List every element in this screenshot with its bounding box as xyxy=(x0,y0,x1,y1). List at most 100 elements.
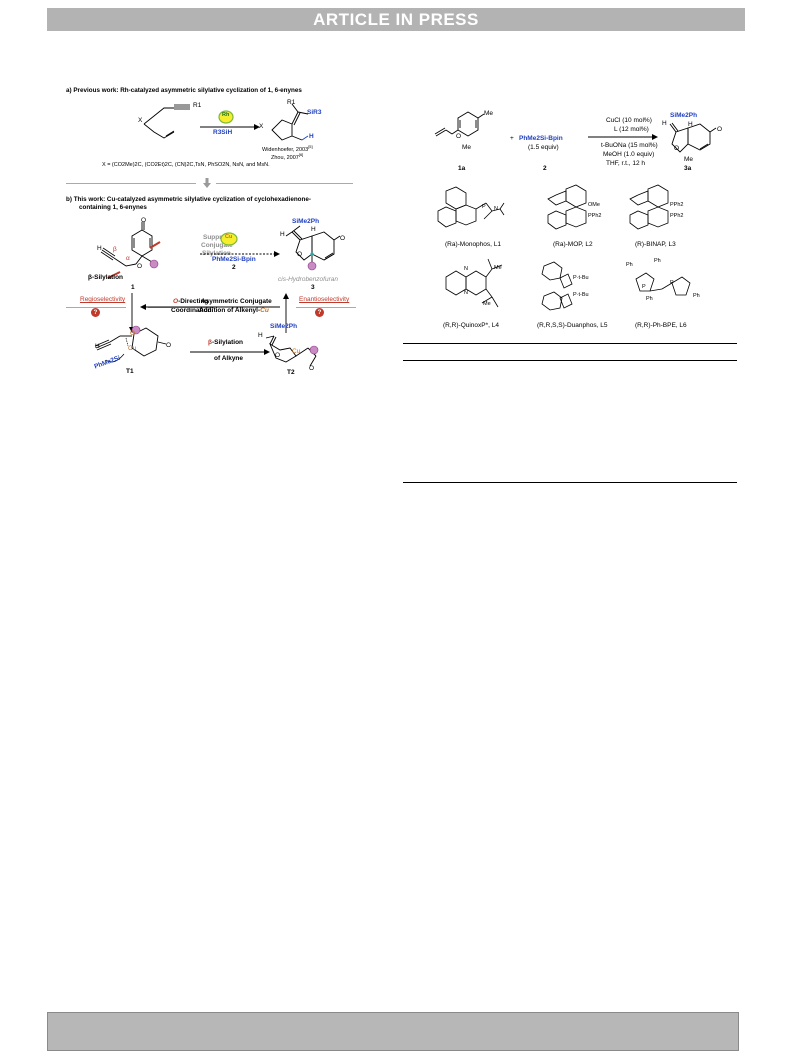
substrate-1-structure xyxy=(100,222,161,279)
l3-pph2-a: PPh2 xyxy=(670,202,684,208)
o-label-t1: O xyxy=(130,330,136,337)
h-3a-vinyl: H xyxy=(662,120,667,127)
enantioselectivity-label: Enantioselectivity xyxy=(299,296,350,303)
l4-n-b: N xyxy=(464,290,468,296)
me-3a: Me xyxy=(684,156,694,163)
separator-right xyxy=(216,183,353,184)
l2-ome: OMe xyxy=(588,202,600,208)
substrate-1a-structure xyxy=(434,111,485,137)
dashed-arrow-b xyxy=(200,251,280,257)
t2-structure xyxy=(265,335,319,367)
l4-me-a: Me xyxy=(494,265,502,271)
mech-divider-left xyxy=(66,307,126,308)
condition-1: CuCl (10 mol%) xyxy=(606,117,652,124)
suppress-line2: Conjugate xyxy=(201,242,233,249)
o-label-t2: O xyxy=(275,352,281,359)
beta-label: β xyxy=(113,246,117,253)
article-in-press-banner: ARTICLE IN PRESS xyxy=(47,8,745,31)
enyne-structure-a xyxy=(143,104,190,139)
banner-text: ARTICLE IN PRESS xyxy=(313,9,479,29)
r1-label-product-a: R1 xyxy=(287,99,296,106)
l1-p: P xyxy=(482,204,486,210)
l1-n: N xyxy=(494,206,498,212)
h-label-3: H xyxy=(280,231,285,238)
asym-line1: Asymmetric Conjugate xyxy=(201,298,272,305)
down-arrow-icon xyxy=(203,178,211,188)
o-3a-ketone: O xyxy=(717,126,723,133)
beta-silylation-label: β-Silylation xyxy=(88,274,124,281)
o-label-t2-ketone: O xyxy=(309,365,315,372)
ligand-l1-structure xyxy=(437,186,505,228)
ligand-l5-label: (R,R,S,S)-Duanphos, L5 xyxy=(537,322,608,329)
left-arrow-mech xyxy=(140,304,280,310)
h-3a-ring: H xyxy=(688,121,693,128)
l6-ph-c: Ph xyxy=(646,296,653,302)
cmpd-2-right: 2 xyxy=(543,165,547,172)
ligand-l6-label: (R,R)-Ph-BPE, L6 xyxy=(635,322,687,329)
h-label-t1: H xyxy=(95,343,100,350)
sime2ph-label-t2: SiMe2Ph xyxy=(270,323,298,330)
reaction-arrow-right xyxy=(588,134,658,140)
condition-2: L (12 mol%) xyxy=(614,126,649,133)
beta-silyl-alkyne-line2: of Alkyne xyxy=(214,355,244,362)
condition-4: MeOH (1.0 equiv) xyxy=(603,151,655,158)
o-label-ketone-3: O xyxy=(340,235,346,242)
h-label-1: H xyxy=(97,245,102,252)
product-structure-a xyxy=(271,103,309,141)
table-rule-top xyxy=(403,343,737,344)
product-3a-structure xyxy=(669,122,717,153)
ligand-l3-label: (R)-BINAP, L3 xyxy=(635,241,676,248)
right-arrow-mech xyxy=(190,349,270,355)
reagent-b: PhMe2Si-Bpin xyxy=(212,256,256,263)
l5-p-a: P·t-Bu xyxy=(573,275,589,281)
part-a-title: a) Previous work: Rh-catalyzed asymmetri… xyxy=(66,87,302,94)
regioselectivity-label: Regioselectivity xyxy=(80,296,126,303)
cmpd-1-label: 1 xyxy=(131,284,135,291)
ligand-l4-structure xyxy=(445,258,503,308)
reagent-right: PhMe2Si-Bpin xyxy=(519,135,563,142)
l6-ph-b: Ph xyxy=(654,258,661,264)
question-badge-enantio: ? xyxy=(315,308,324,317)
beta-silyl-alkyne-line1: β-Silylation xyxy=(208,339,244,346)
cu-label-t2: Cu xyxy=(292,348,301,355)
l6-ph-a: Ph xyxy=(626,262,633,268)
cu-label-t1: Cu xyxy=(128,345,137,352)
h-label-t2: H xyxy=(258,332,263,339)
up-arrow-mech xyxy=(283,293,289,333)
o-directing-line1: O-Directing xyxy=(173,298,209,305)
rh-catalyst-icon xyxy=(218,110,234,124)
condition-3: t-BuONa (15 mol%) xyxy=(601,142,658,149)
o-label-1a: Me xyxy=(484,110,494,117)
alpha-label: α xyxy=(126,255,130,262)
mech-divider-right xyxy=(296,307,356,308)
o-3a: O xyxy=(674,145,680,152)
sime2ph-3a: SiMe2Ph xyxy=(670,112,698,119)
product-3-structure xyxy=(285,225,341,271)
o-label-ether-1: O xyxy=(137,263,143,270)
sir3-label: SiR3 xyxy=(307,109,322,116)
part-b-title-line2: containing 1, 6-enynes xyxy=(79,204,147,211)
l2-pph2: PPh2 xyxy=(588,213,602,219)
suppress-line3: Silylation xyxy=(202,250,231,257)
plus-sign: + xyxy=(510,135,514,142)
sime2ph-label-3: SiMe2Ph xyxy=(292,218,320,225)
x-label-product-a: X xyxy=(259,123,264,130)
question-badge-regio: ? xyxy=(91,308,100,317)
ref-zhou: Zhou, 2007[6] xyxy=(271,152,304,161)
table-rule-header xyxy=(403,360,737,361)
cmpd-3-label: 3 xyxy=(311,284,315,291)
reagent-equiv: (1.5 equiv) xyxy=(528,144,559,151)
ligand-l2-label: (Ra)-MOP, L2 xyxy=(553,241,593,248)
ligand-l1-label: (Ra)-Monophos, L1 xyxy=(445,241,501,248)
cu-catalyst-icon xyxy=(220,232,238,246)
cmpd-1a-label: 1a xyxy=(458,165,466,172)
t1-structure xyxy=(94,325,167,363)
l5-p-b: P·t-Bu xyxy=(573,292,589,298)
t1-label: T1 xyxy=(126,368,134,375)
table-rule-bottom xyxy=(403,482,737,483)
cmpd-2-label: 2 xyxy=(232,264,236,271)
part-b-title-line1: b) This work: Cu-catalyzed asymmetric si… xyxy=(66,196,311,203)
ligand-l2-structure xyxy=(547,184,587,230)
ligand-l4-label: (R,R)-QuinoxP*, L4 xyxy=(443,322,499,329)
l6-p-b: P xyxy=(670,280,674,286)
